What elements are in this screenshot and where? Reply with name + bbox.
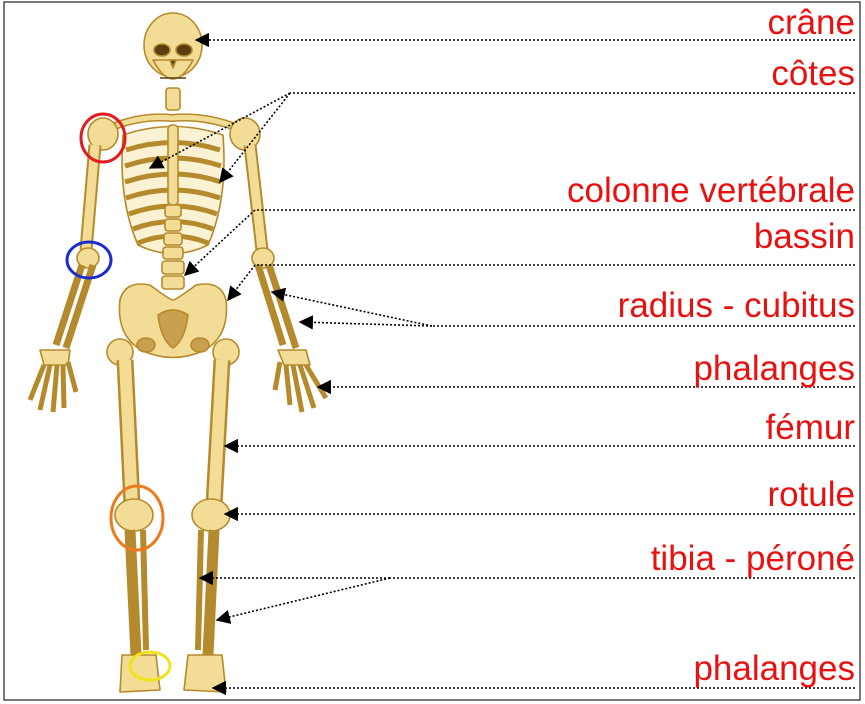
label-tibia-perone: tibia - péroné <box>651 541 855 576</box>
label-cotes: côtes <box>771 56 855 91</box>
label-colonne-vertebrale: colonne vertébrale <box>567 173 855 208</box>
label-radius-cubitus: radius - cubitus <box>618 288 855 323</box>
skeleton <box>30 13 326 692</box>
skull <box>144 13 202 79</box>
pointer-radius-a <box>272 292 432 326</box>
left-leg <box>107 339 160 692</box>
pelvis <box>119 284 226 358</box>
label-femur: fémur <box>766 410 855 445</box>
label-phalanges-main: phalanges <box>693 351 855 386</box>
cervical-spine <box>166 88 180 110</box>
pointer-tibia-b <box>217 578 390 620</box>
label-rotule: rotule <box>767 477 855 512</box>
label-crane: crâne <box>767 5 855 40</box>
label-phalanges-pied: phalanges <box>693 651 855 686</box>
label-bassin: bassin <box>754 219 855 254</box>
right-leg <box>184 339 239 692</box>
right-arm <box>250 145 326 412</box>
